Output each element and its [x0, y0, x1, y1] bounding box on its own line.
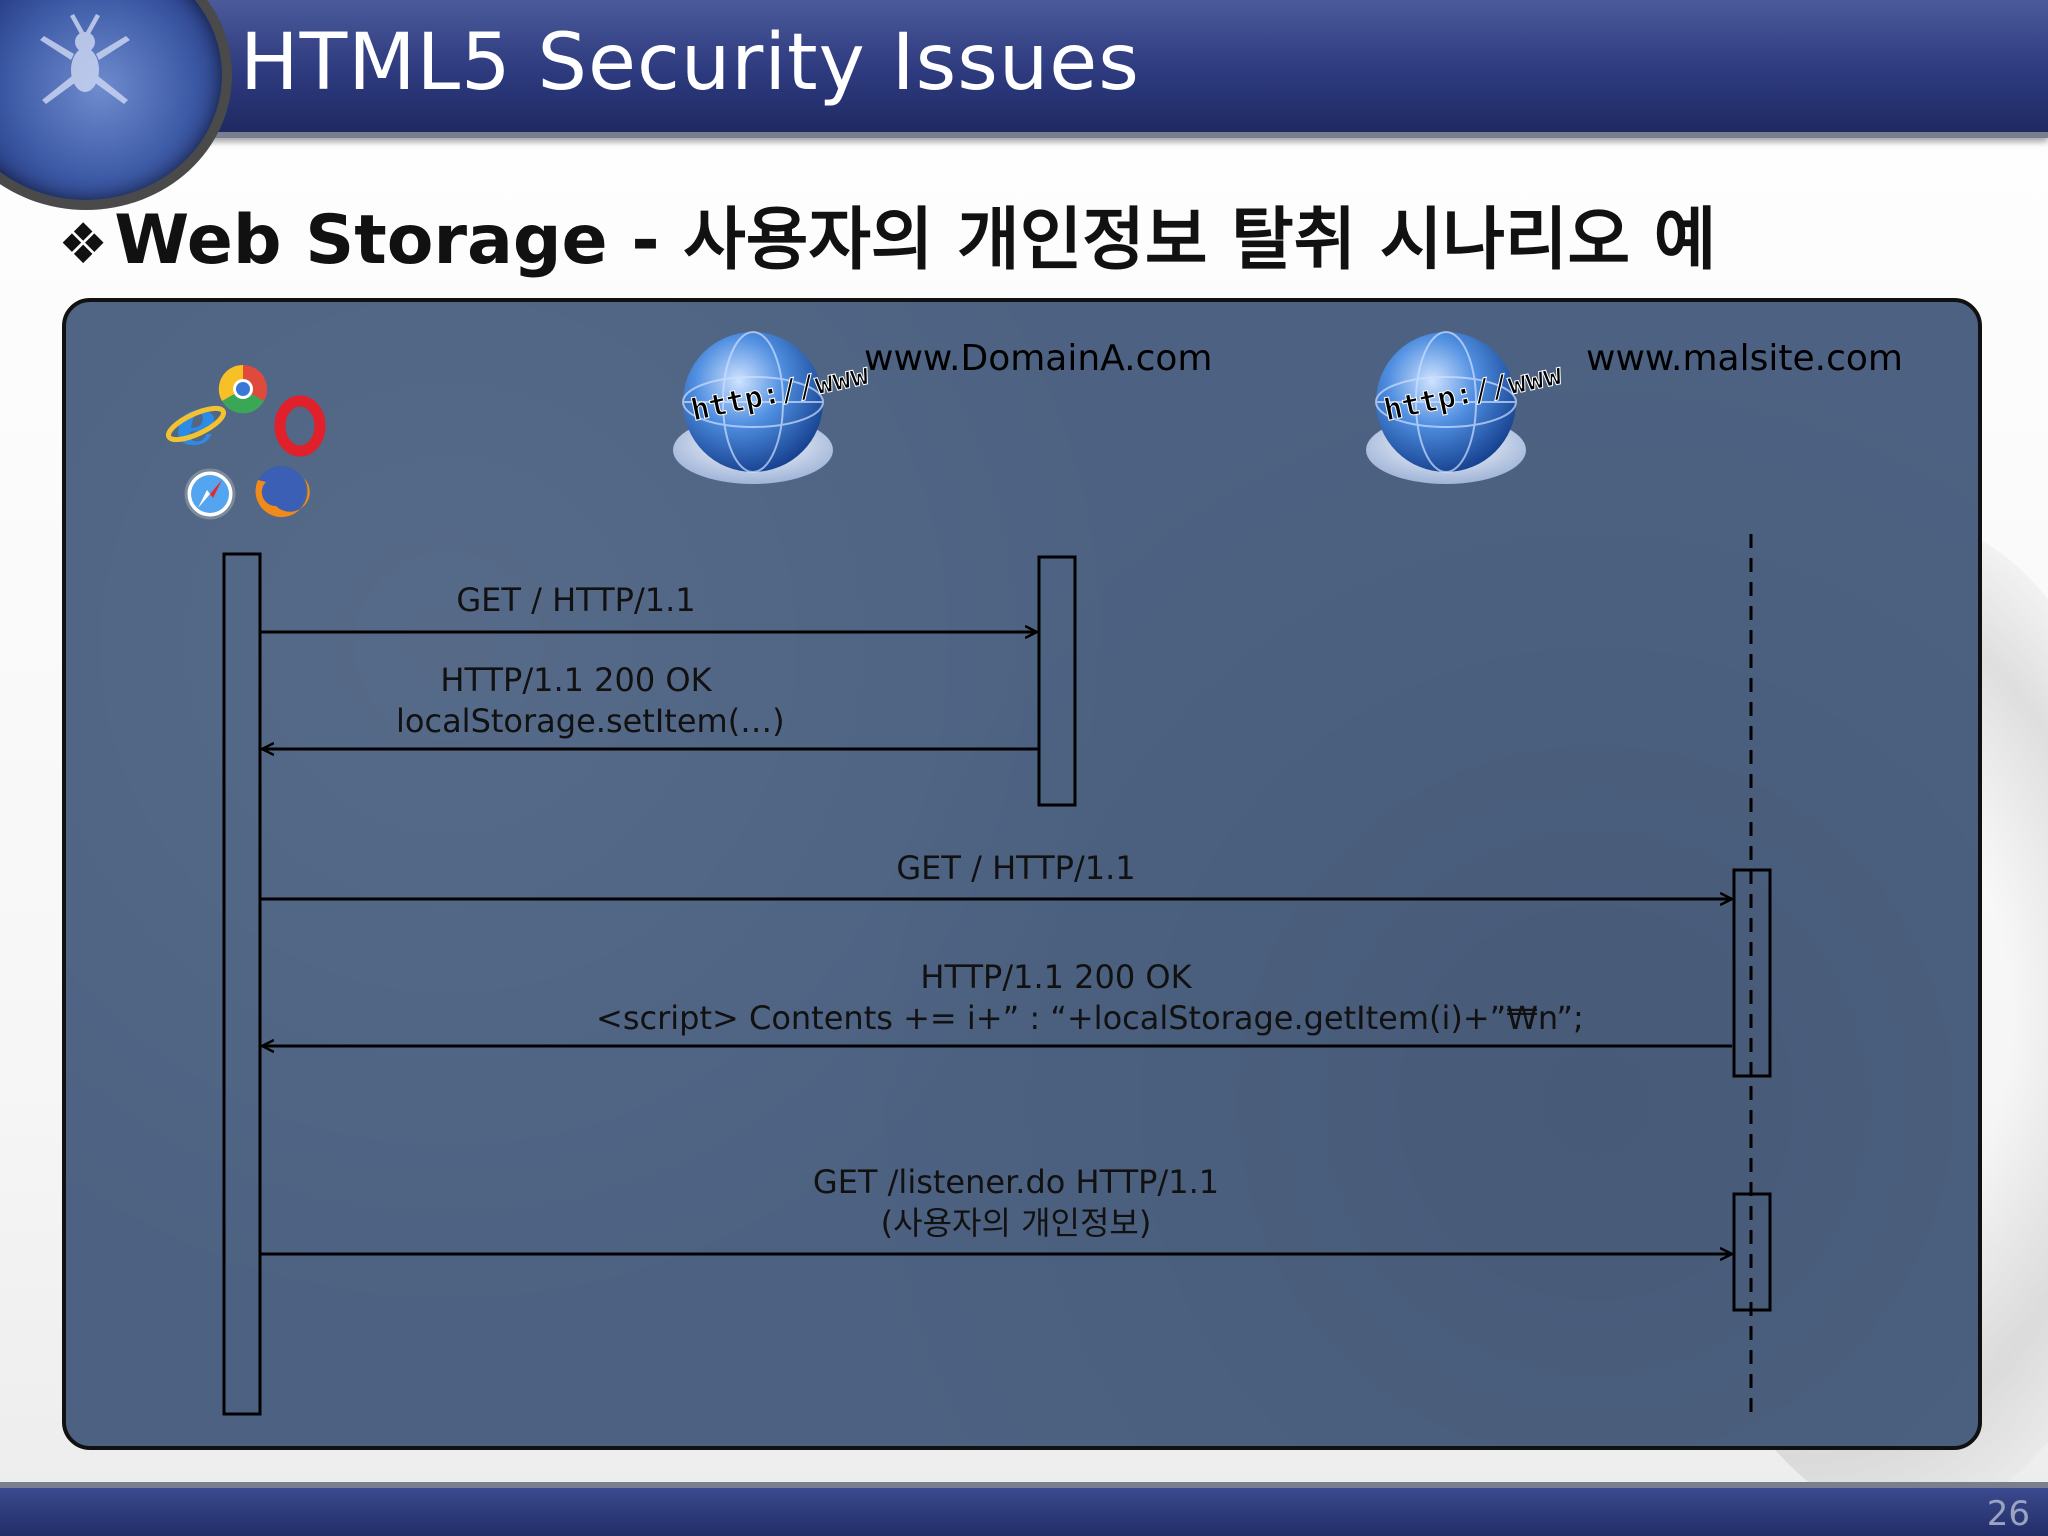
browser-icons: e: [165, 364, 326, 520]
domainA-globe-icon: http://www: [673, 331, 873, 484]
sequence-diagram-panel: e: [62, 298, 1982, 1450]
malsite-globe-icon: http://www: [1366, 331, 1566, 484]
page-number: 26: [1986, 1494, 2030, 1534]
diamond-bullet-icon: ❖: [58, 212, 109, 277]
malsite-activation-box-2: [1732, 1192, 1772, 1312]
message-3-label: GET / HTTP/1.1: [876, 848, 1156, 889]
message-5-line-1: GET /listener.do HTTP/1.1: [812, 1163, 1220, 1201]
firefox-icon: [255, 466, 310, 518]
message-1-label: GET / HTTP/1.1: [436, 580, 716, 621]
internet-explorer-icon: e: [165, 385, 227, 460]
message-4-line-1: HTTP/1.1 200 OK: [920, 958, 1192, 996]
message-4-label: HTTP/1.1 200 OK <script> Contents += i+”…: [596, 957, 1584, 1039]
malsite-label: www.malsite.com: [1586, 338, 1903, 379]
domainA-activation-box: [1037, 555, 1077, 807]
slide-title: HTML5 Security Issues: [240, 18, 1140, 108]
message-2-line-2: localStorage.setItem(…): [396, 702, 785, 740]
message-1-line-1: GET / HTTP/1.1: [456, 581, 696, 619]
malsite-activation-box-1: [1732, 868, 1772, 1078]
opera-icon: [274, 395, 326, 457]
subtitle-text: Web Storage - 사용자의 개인정보 탈취 시나리오 예: [114, 201, 1717, 280]
message-5-line-2: (사용자의 개인정보): [880, 1204, 1152, 1242]
message-4-line-2: <script> Contents += i+” : “+localStorag…: [596, 999, 1584, 1037]
message-5-label: GET /listener.do HTTP/1.1 (사용자의 개인정보): [796, 1162, 1236, 1244]
message-2-line-1: HTTP/1.1 200 OK: [440, 661, 712, 699]
header-bar: HTML5 Security Issues: [0, 0, 2048, 210]
chrome-icon: [218, 364, 267, 414]
sequence-diagram-svg: e: [165, 331, 1772, 1416]
message-2-label: HTTP/1.1 200 OK localStorage.setItem(…): [396, 660, 785, 742]
footer-bar: 26: [0, 1482, 2048, 1536]
domainA-label: www.DomainA.com: [864, 338, 1213, 379]
browser-activation-box: [222, 552, 262, 1416]
owasp-wasp-logo-icon: [0, 0, 232, 210]
message-3-line-1: GET / HTTP/1.1: [896, 849, 1136, 887]
safari-icon: [184, 468, 236, 520]
slide-subtitle: ❖Web Storage - 사용자의 개인정보 탈취 시나리오 예: [58, 184, 1716, 283]
